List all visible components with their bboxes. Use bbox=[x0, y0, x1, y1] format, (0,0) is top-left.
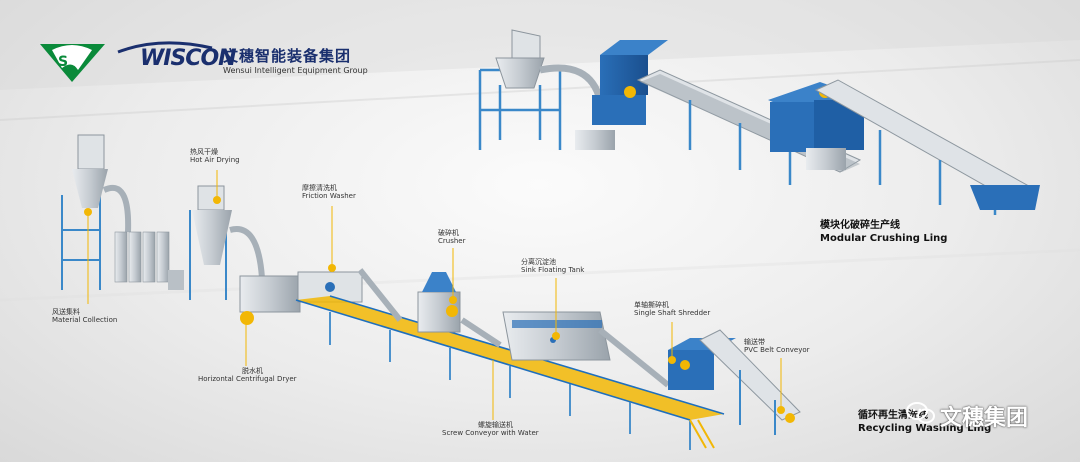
ws-logo-icon: S bbox=[40, 44, 105, 82]
label-pvc-belt-conveyor: 输送带 PVC Belt Conveyor bbox=[744, 338, 810, 354]
label-hot-air-drying-zh: 热风干燥 bbox=[190, 148, 218, 156]
label-sink-floating-tank: 分离沉淀池 Sink Floating Tank bbox=[521, 258, 584, 274]
label-horizontal-centrifugal-dryer: 脱水机 Horizontal Centrifugal Dryer bbox=[198, 367, 297, 383]
label-single-shaft-shredder-zh: 单轴撕碎机 bbox=[634, 301, 669, 309]
label-sink-floating-tank-zh: 分离沉淀池 bbox=[521, 258, 556, 266]
recycling-line-title-en: Recycling Washing Ling bbox=[858, 422, 992, 434]
modular-line-title: 模块化破碎生产线 Modular Crushing Ling bbox=[820, 220, 947, 245]
label-single-shaft-shredder: 单轴撕碎机 Single Shaft Shredder bbox=[634, 301, 710, 317]
label-material-collection-zh: 风送集料 bbox=[52, 308, 80, 316]
leader-dot-icon bbox=[84, 196, 785, 414]
modular-crushing-line bbox=[478, 29, 1040, 215]
label-friction-washer-en: Friction Washer bbox=[302, 192, 356, 201]
label-pvc-belt-conveyor-zh: 输送带 bbox=[744, 338, 765, 346]
wechat-icon bbox=[906, 402, 935, 424]
label-screw-conveyor-en: Screw Conveyor with Water bbox=[442, 429, 539, 438]
wiscon-logo-text: WISCON bbox=[140, 46, 237, 71]
label-sink-floating-tank-en: Sink Floating Tank bbox=[521, 266, 585, 275]
label-horizontal-centrifugal-dryer-en: Horizontal Centrifugal Dryer bbox=[198, 375, 297, 384]
label-crusher-en: Crusher bbox=[438, 237, 466, 246]
wiscon-swoosh bbox=[117, 41, 213, 54]
recycling-washing-line bbox=[61, 134, 801, 450]
leader-lines bbox=[87, 170, 782, 420]
modular-line-title-en: Modular Crushing Ling bbox=[820, 232, 948, 244]
company-name-zh: 文穗智能装备集团 bbox=[223, 47, 352, 65]
watermark-text: 文穗集团 bbox=[940, 406, 1029, 431]
company-name-en: Wensui Intelligent Equipment Group bbox=[223, 66, 368, 75]
label-hot-air-drying-en: Hot Air Drying bbox=[190, 156, 240, 165]
label-material-collection-en: Material Collection bbox=[52, 316, 118, 325]
label-material-collection: 风送集料 Material Collection bbox=[52, 308, 117, 324]
label-screw-conveyor: 螺旋输送机 Screw Conveyor with Water bbox=[442, 421, 539, 437]
recycling-line-title-zh: 循环再生清洗线 bbox=[858, 410, 928, 421]
modular-line-title-zh: 模块化破碎生产线 bbox=[820, 220, 900, 231]
recycling-line-title: 循环再生清洗线 Recycling Washing Ling bbox=[858, 410, 991, 435]
label-pvc-belt-conveyor-en: PVC Belt Conveyor bbox=[744, 346, 810, 355]
label-hot-air-drying: 热风干燥 Hot Air Drying bbox=[190, 148, 240, 164]
label-horizontal-centrifugal-dryer-zh: 脱水机 bbox=[242, 367, 263, 375]
label-screw-conveyor-zh: 螺旋输送机 bbox=[478, 421, 513, 429]
label-crusher: 破碎机 Crusher bbox=[438, 229, 465, 245]
label-single-shaft-shredder-en: Single Shaft Shredder bbox=[634, 309, 711, 318]
label-friction-washer-zh: 摩擦清洗机 bbox=[302, 184, 337, 192]
label-friction-washer: 摩擦清洗机 Friction Washer bbox=[302, 184, 356, 200]
svg-text:S: S bbox=[58, 54, 68, 70]
label-crusher-zh: 破碎机 bbox=[438, 229, 459, 237]
